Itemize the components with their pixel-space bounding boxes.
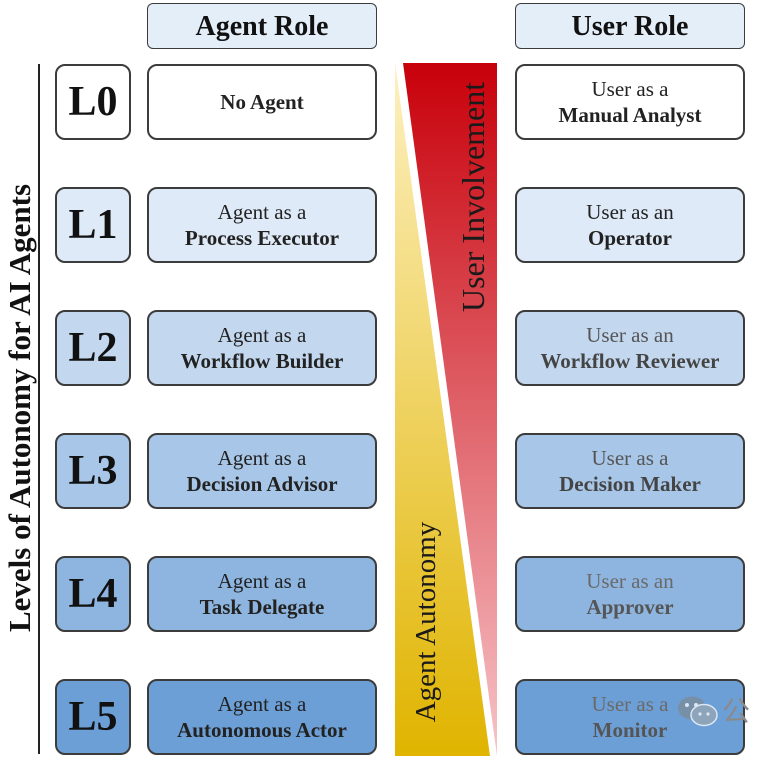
agent-role-l0: No Agent [147, 64, 377, 140]
user-role-l4-line1: User as an [586, 568, 674, 593]
user-role-l5: User as a Monitor [515, 679, 745, 755]
agent-role-l4-line1: Agent as a [217, 568, 307, 593]
agent-role-l3-line2: Decision Advisor [186, 472, 338, 496]
side-bracket [0, 64, 40, 754]
watermark-text: 公 [722, 695, 751, 728]
agent-role-l2-line1: Agent as a [217, 322, 307, 347]
agent-role-l2-line2: Workflow Builder [180, 349, 344, 373]
user-role-l4: User as an Approver [515, 556, 745, 632]
level-label-l1: L1 [55, 187, 131, 263]
agent-autonomy-label: Agent Autonomy [410, 521, 442, 723]
agent-role-l4-line2: Task Delegate [199, 595, 325, 619]
user-role-l0: User as a Manual Analyst [515, 64, 745, 140]
agent-role-l2: Agent as a Workflow Builder [147, 310, 377, 386]
user-role-l0-line2: Manual Analyst [558, 103, 702, 127]
user-role-l2-line1: User as an [586, 322, 674, 347]
user-role-l5-line1: User as a [591, 691, 669, 716]
user-role-l1-line1: User as an [586, 199, 674, 224]
user-role-l5-line2: Monitor [592, 718, 668, 742]
agent-autonomy-triangle [395, 63, 490, 756]
user-role-l3-line2: Decision Maker [559, 472, 701, 496]
user-role-l4-line2: Approver [586, 595, 674, 619]
user-role-l3-line1: User as a [591, 445, 669, 470]
agent-role-l3-line1: Agent as a [217, 445, 307, 470]
wechat-icon [678, 696, 718, 727]
agent-role-l5: Agent as a Autonomous Actor [147, 679, 377, 755]
agent-role-l3: Agent as a Decision Advisor [147, 433, 377, 509]
agent-role-l0-line2: No Agent [220, 89, 304, 114]
level-label-l4: L4 [55, 556, 131, 632]
level-label-l0: L0 [55, 64, 131, 140]
level-label-l2: L2 [55, 310, 131, 386]
user-role-l2-line2: Workflow Reviewer [540, 349, 720, 373]
agent-role-l5-line1: Agent as a [217, 691, 307, 716]
user-role-l1: User as an Operator [515, 187, 745, 263]
user-role-l3: User as a Decision Maker [515, 433, 745, 509]
agent-role-header: Agent Role [147, 3, 377, 49]
agent-role-l1-line2: Process Executor [184, 226, 340, 250]
level-label-l3: L3 [55, 433, 131, 509]
user-role-l2: User as an Workflow Reviewer [515, 310, 745, 386]
agent-role-l1-line1: Agent as a [217, 199, 307, 224]
agent-role-l5-line2: Autonomous Actor [177, 718, 347, 742]
agent-role-l1: Agent as a Process Executor [147, 187, 377, 263]
user-role-header: User Role [515, 3, 745, 49]
level-label-l5: L5 [55, 679, 131, 755]
user-involvement-triangle [403, 63, 497, 756]
user-role-l1-line2: Operator [588, 226, 672, 250]
user-role-l0-line1: User as a [591, 76, 669, 101]
user-involvement-label: User Involvement [455, 81, 491, 312]
agent-role-l4: Agent as a Task Delegate [147, 556, 377, 632]
